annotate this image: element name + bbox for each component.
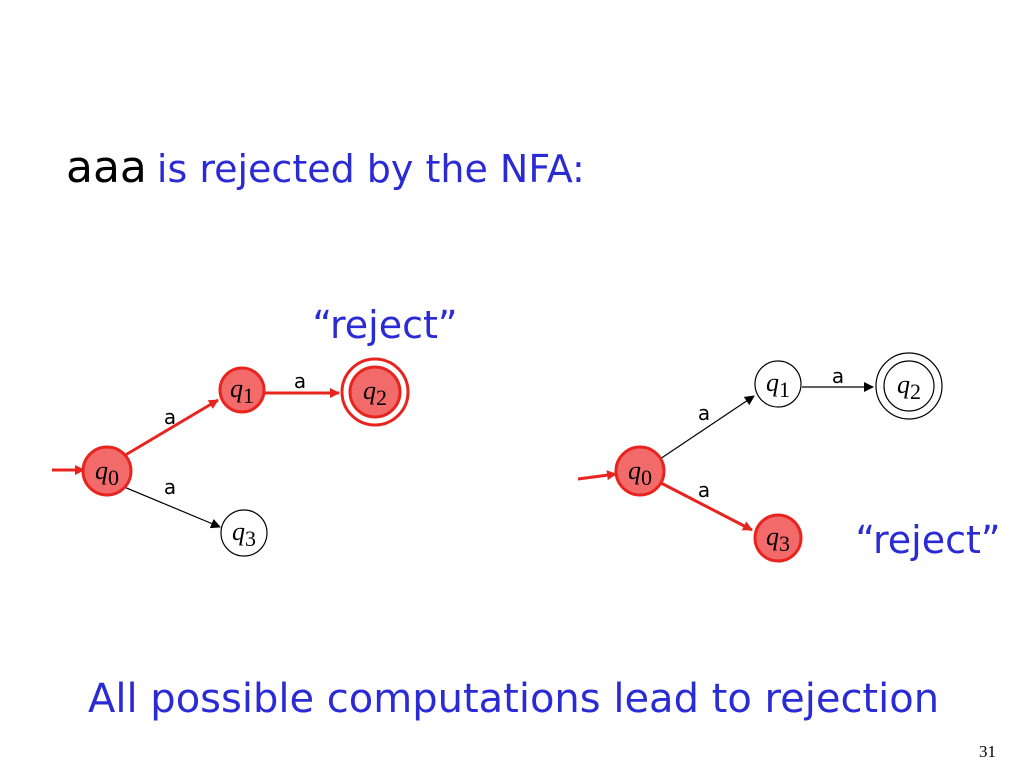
state-q2-right-accepting: q2 <box>875 352 943 420</box>
edge-q0-q1-right <box>659 395 755 460</box>
state-q2-left-accepting: q2 <box>340 357 410 427</box>
edge-q0-q3-left <box>116 483 221 529</box>
start-arrow-right <box>577 470 617 481</box>
svg-text:q0: q0 <box>628 456 652 490</box>
svg-text:q3: q3 <box>766 522 790 556</box>
edge-q0-q3-right <box>660 481 753 532</box>
page-number: 31 <box>979 742 996 761</box>
nfa-right: “reject” a a a q0 q1 q2 q3 <box>577 352 1001 563</box>
svg-text:q3: q3 <box>232 517 256 551</box>
edge-label-q0-q1-left: a <box>164 405 176 429</box>
title-text: is rejected by the NFA: <box>156 147 585 191</box>
svg-text:q2: q2 <box>363 376 387 410</box>
input-string: aaa <box>66 142 147 193</box>
nfa-left: “reject” a a a q0 q1 q2 q3 <box>52 303 458 557</box>
svg-text:q2: q2 <box>897 370 921 404</box>
reject-label-left: “reject” <box>312 303 457 347</box>
edge-label-q0-q1-right: a <box>698 401 710 425</box>
state-q3-left: q3 <box>220 509 268 557</box>
state-q1-right: q1 <box>754 360 802 408</box>
edge-q0-q1-left <box>116 398 219 462</box>
state-q1-left: q1 <box>218 366 266 414</box>
conclusion-text: All possible computations lead to reject… <box>88 676 940 722</box>
state-q0-right: q0 <box>614 445 666 497</box>
svg-text:q0: q0 <box>95 456 119 490</box>
state-q3-right: q3 <box>753 513 803 563</box>
edge-label-q1-q2-left: a <box>294 369 306 393</box>
svg-text:q1: q1 <box>230 374 254 408</box>
edge-label-q1-q2-right: a <box>832 364 844 388</box>
state-q0-left: q0 <box>81 445 133 497</box>
svg-text:q1: q1 <box>766 368 790 402</box>
edge-label-q0-q3-left: a <box>164 475 176 499</box>
reject-label-right: “reject” <box>855 518 1000 562</box>
edge-label-q0-q3-right: a <box>698 478 710 502</box>
